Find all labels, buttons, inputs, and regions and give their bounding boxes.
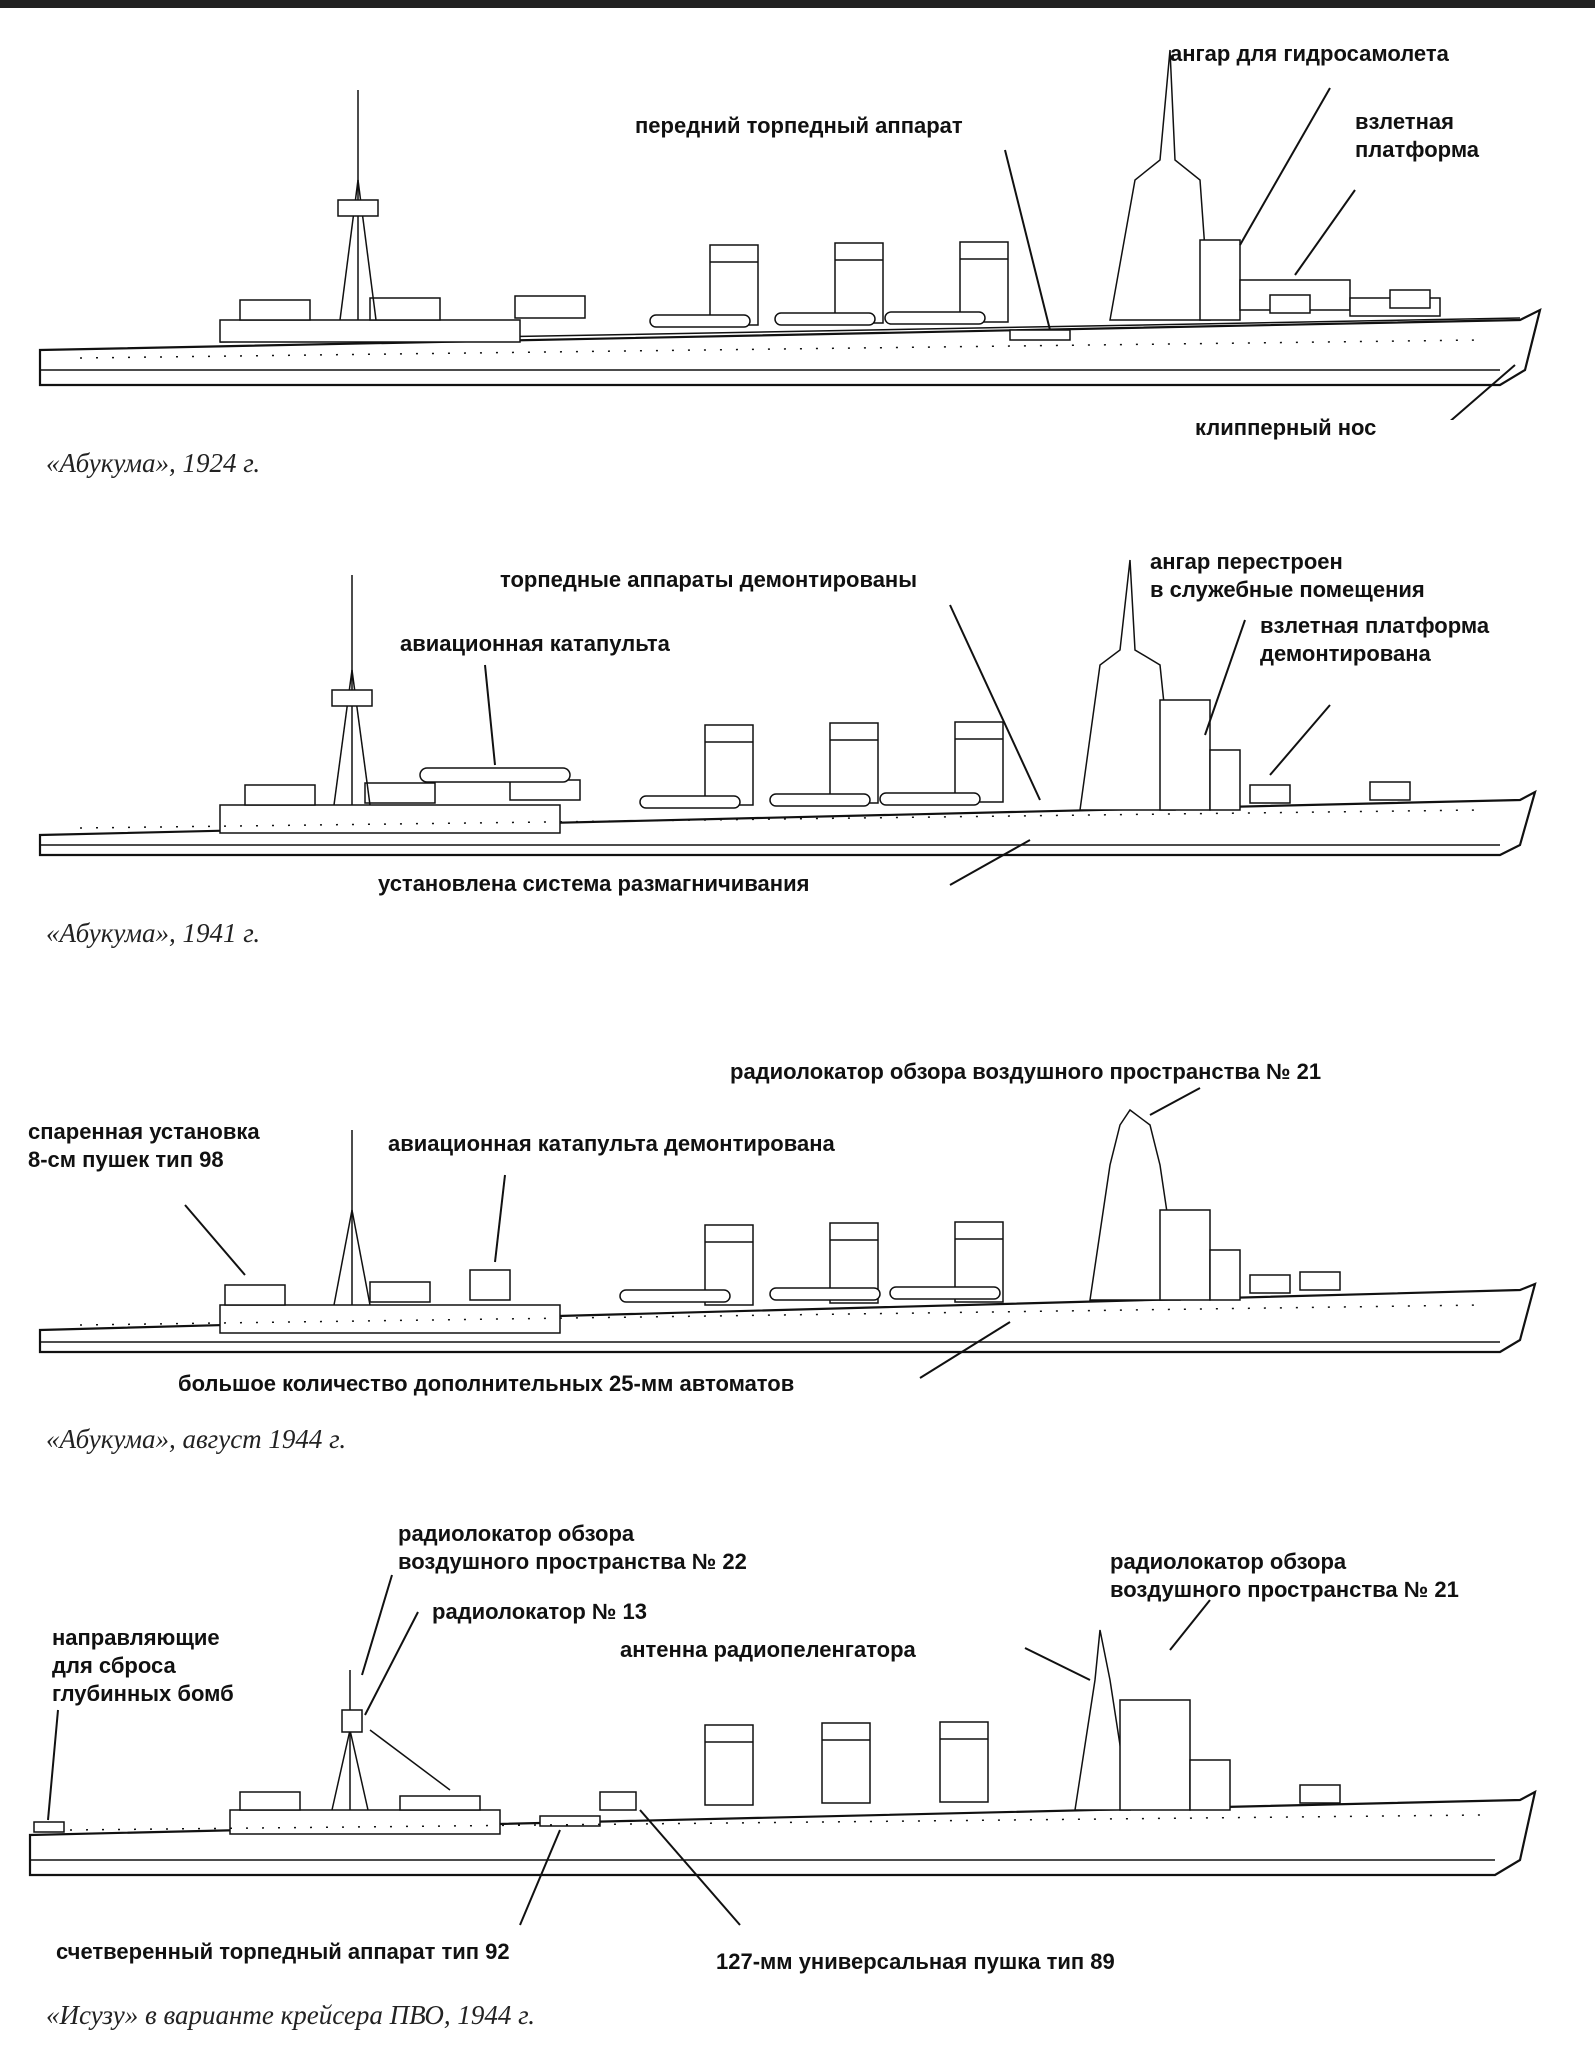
label-clipper-bow: клипперный нос	[1195, 415, 1377, 440]
caption-isuzu-1944: «Исузу» в варианте крейсера ПВО, 1944 г.	[46, 2000, 536, 2030]
ship-drawing-abukuma-1944	[38, 1087, 1537, 1379]
label-platform-removed: взлетная платформа демонтирована	[1260, 613, 1490, 666]
label-df-antenna: антенна радиопеленгатора	[620, 1637, 916, 1662]
caption-abukuma-1924: «Абукума», 1924 г.	[46, 448, 261, 478]
ship-panel-1924: ангар для гидросамолета взлетная платфор…	[0, 0, 1595, 500]
caption-abukuma-aug-1944: «Абукума», август 1944 г.	[46, 1424, 347, 1454]
ship-drawing-isuzu-1944	[28, 1574, 1537, 1926]
label-aa-25mm: большое количество дополнительных 25-мм …	[178, 1371, 795, 1396]
label-hangar-rebuilt: ангар перестроен в служебные помещения	[1150, 549, 1425, 602]
ship-panel-isuzu-1944: радиолокатор обзора воздушного пространс…	[0, 1500, 1595, 2048]
label-torpedoes-removed: торпедные аппараты демонтированы	[500, 567, 918, 592]
label-gun-type-89: 127-мм универсальная пушка тип 89	[716, 1949, 1115, 1974]
label-aviation-catapult: авиационная катапульта	[400, 631, 670, 656]
caption-abukuma-1941: «Абукума», 1941 г.	[46, 918, 261, 948]
top-border-rule	[0, 0, 1595, 8]
ship-drawing-abukuma-1941	[38, 559, 1537, 886]
label-forward-torpedo: передний торпедный аппарат	[635, 113, 963, 138]
label-radar-22: радиолокатор обзора воздушного пространс…	[398, 1521, 747, 1574]
label-radar-21-isuzu: радиолокатор обзора воздушного пространс…	[1110, 1549, 1459, 1602]
label-takeoff-platform: взлетная платформа	[1355, 109, 1480, 162]
label-twin-mount: спаренная установка 8-см пушек тип 98	[28, 1119, 260, 1172]
label-radar-21: радиолокатор обзора воздушного пространс…	[730, 1059, 1322, 1084]
label-torpedo-type-92: счетверенный торпедный аппарат тип 92	[56, 1939, 510, 1964]
ship-panel-1944: радиолокатор обзора воздушного пространс…	[0, 1000, 1595, 1480]
label-degaussing-system: установлена система размагничивания	[378, 871, 810, 896]
label-depth-charge-rails: направляющие для сброса глубинных бомб	[52, 1625, 234, 1706]
label-hangar: ангар для гидросамолета	[1170, 41, 1449, 66]
label-catapult-removed: авиационная катапульта демонтирована	[388, 1131, 835, 1156]
ship-panel-1941: торпедные аппараты демонтированы ангар п…	[0, 500, 1595, 980]
ship-drawing-abukuma-1924	[38, 49, 1542, 420]
label-radar-13: радиолокатор № 13	[432, 1599, 648, 1624]
